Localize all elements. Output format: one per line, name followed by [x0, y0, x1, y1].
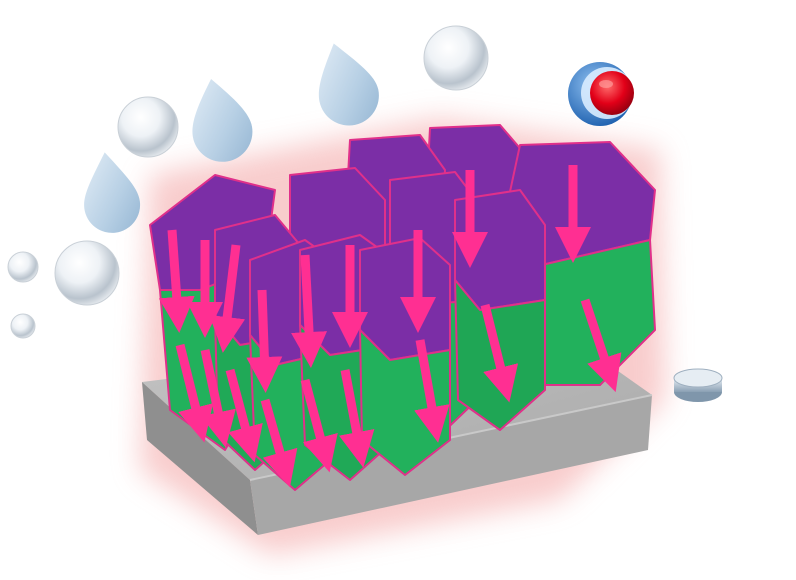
water-bubble-icon [423, 25, 489, 91]
water-bubble-icon [117, 96, 179, 158]
downward-arrow-icon [200, 349, 236, 448]
downward-arrow-icon [225, 368, 263, 463]
water-droplet-icon [192, 78, 253, 162]
water-bubble-icon [54, 240, 120, 306]
downward-arrow-icon [209, 244, 246, 353]
water-droplet-icon [84, 152, 141, 233]
downward-arrow-icon [175, 343, 214, 443]
water-droplet-icon [318, 43, 379, 126]
crystal [454, 189, 546, 431]
downward-arrow-icon [300, 378, 338, 473]
water-bubble-icon [7, 251, 39, 283]
disc-icon [673, 368, 723, 402]
charge-transport-arrows [158, 165, 622, 488]
downward-arrow-icon [291, 254, 328, 368]
downward-arrow-icon [260, 398, 298, 488]
water-bubble-icon [10, 313, 36, 339]
downward-arrow-icon [338, 369, 375, 468]
red-sphere-icon [568, 62, 634, 126]
downward-arrow-icon [414, 339, 450, 443]
downward-arrow-icon [246, 289, 283, 393]
crystal [359, 237, 451, 476]
water-bubbles [7, 25, 489, 339]
downward-arrow-icon [158, 229, 195, 333]
water-droplets [84, 43, 379, 233]
downward-arrow-icon [480, 303, 519, 403]
downward-arrow-icon [580, 298, 622, 393]
